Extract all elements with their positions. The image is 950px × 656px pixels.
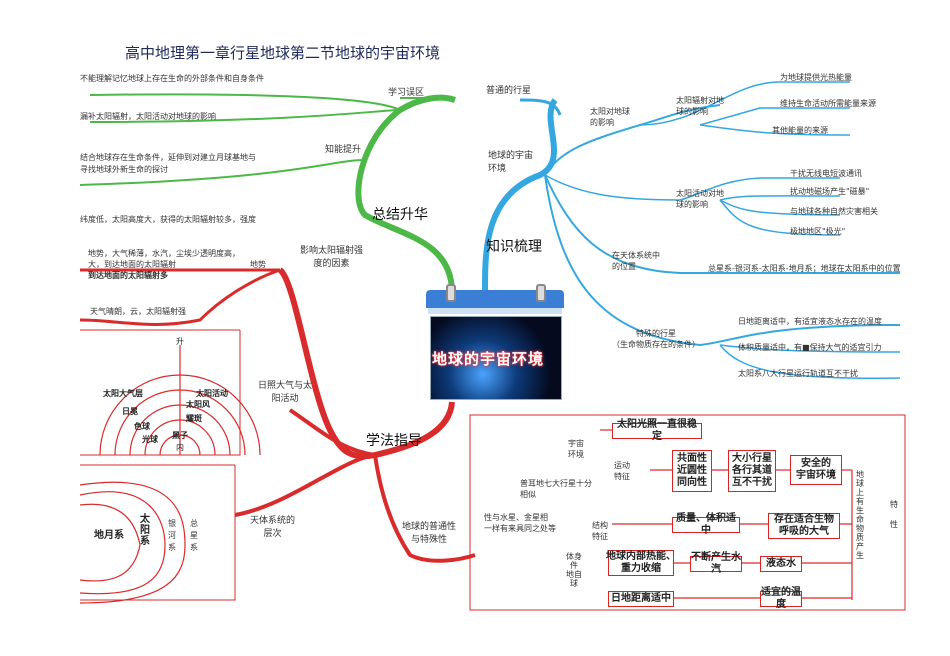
mistakes-label: 学习误区 xyxy=(388,88,425,98)
fan-label: 太阳大气层 xyxy=(103,389,143,398)
celestial-box: 银河系 xyxy=(168,519,176,552)
summary-item: 不能理解记忆地球上存在生命的外部条件和自身条件 xyxy=(80,74,264,83)
radiation-factor-item: 纬度低，太阳高度大，获得的太阳辐射较多，强度 xyxy=(80,215,256,224)
orbit-features-box: 共面性 近圆性 同向性 xyxy=(672,450,712,492)
calendar-header xyxy=(426,290,564,308)
activity-item: 与地球各种自然灾害相关 xyxy=(790,207,878,216)
cosmic-env-label: 地球的宇宙 环境 xyxy=(488,151,534,174)
self-condition-label: 体身 件 地自 球 xyxy=(566,552,582,588)
center-topic-card: 地球的宇宙环境 xyxy=(426,284,564,402)
temperature-box: 适宜的温度 xyxy=(760,587,802,610)
special-item: 日地距离适中，有适宜液态水存在的温度 xyxy=(738,317,882,326)
celestial-box: 总星系 xyxy=(190,519,198,552)
ability-label: 知能提升 xyxy=(325,145,362,155)
fan-label: 光球 xyxy=(142,435,158,444)
atmosphere-label: 日照大气与太 阳活动 xyxy=(258,381,313,404)
activity-item: 扰动地磁场产生"磁暴" xyxy=(790,187,870,196)
radiation-effect-label: 太阳辐射对地 球的影响 xyxy=(676,96,724,116)
common-text: 性与水星、金星相 一样有来具同之处等 xyxy=(484,513,556,533)
branch-method: 学法指导 xyxy=(366,433,422,449)
terrain-label: 地势 xyxy=(250,260,266,269)
calendar-cap xyxy=(428,308,562,314)
ordinary-planet-label: 普通的行星 xyxy=(486,86,532,96)
planet-compare-label: 普耳地七大行星十分 相似 xyxy=(520,479,592,499)
radiation-factor-item: 地势，大气稀薄，水汽，尘埃少透明度高， xyxy=(88,249,240,258)
interior-heat-box: 地球内部热能、 重力收缩 xyxy=(606,550,676,576)
radiation-item: 为地球提供光热能量 xyxy=(780,73,852,82)
radiation-factor-item: 大，到达地面的太阳辐射 xyxy=(88,260,176,269)
life-side-label: 地 球 上 有 生 命 物 质 产 生 xyxy=(856,470,864,560)
fan-inner-label: 内 xyxy=(176,443,184,452)
water-vapor-box: 不断产生水汽 xyxy=(690,552,742,575)
ring-icon xyxy=(446,284,456,302)
atmosphere-box: 存在适合生物 呼吸的大气 xyxy=(768,513,840,539)
fan-label: 太阳活动 xyxy=(196,389,228,398)
special-item: 太阳系八大行星运行轨道互不干扰 xyxy=(738,369,858,378)
page-title: 高中地理第一章行星地球第二节地球的宇宙环境 xyxy=(125,44,441,62)
structure-label: 结构 特征 xyxy=(592,521,608,541)
radiation-factor-item: 到达地面的太阳辐射多 xyxy=(88,271,168,280)
fan-label: 太阳风 xyxy=(186,400,210,409)
radiation-factor-item: 天气晴朗，云，太阳辐射强 xyxy=(90,307,186,316)
ring-icon xyxy=(536,284,546,302)
earth-space-image xyxy=(430,316,562,400)
common-special-label: 地球的普通性 与特殊性 xyxy=(402,522,457,545)
safe-env-box: 安全的 宇宙环境 xyxy=(790,455,842,485)
fan-label: 色球 xyxy=(134,422,150,431)
position-label: 在天体系统中 的位置 xyxy=(612,251,660,271)
fan-label: 耀斑 xyxy=(186,414,202,423)
center-topic-label: 地球的宇宙环境 xyxy=(432,350,545,368)
sun-stable-box: 太阳光照一直很稳定 xyxy=(612,419,702,442)
special-item: 体积质量适中，有■保持大气的适宜引力 xyxy=(738,343,882,352)
branch-summary: 总结升华 xyxy=(372,207,428,223)
summary-item: 寻找地球外新生命的探讨 xyxy=(80,165,168,174)
distance-box: 日地距离适中 xyxy=(608,591,674,607)
special-planet-label: 特殊的行星 （生命物质存在的条件） xyxy=(612,329,700,349)
fan-label: 日冕 xyxy=(122,407,138,416)
position-text: 总星系-银河系-太阳系-地月系；地球在太阳系中的位置 xyxy=(708,264,901,273)
fan-label: 黑子 xyxy=(172,431,188,440)
radiation-item: 维持生命活动所需能量来源 xyxy=(780,99,876,108)
special-side-label: 特 性 xyxy=(890,500,898,529)
radiation-factors-label: 影响太阳辐射强 度的因素 xyxy=(300,246,364,269)
fan-axis-label: 升 xyxy=(176,337,184,346)
summary-item: 漏补太阳辐射，太阳活动对地球的影响 xyxy=(80,112,216,121)
activity-item: 极地地区"极光" xyxy=(790,227,846,236)
liquid-water-box: 液态水 xyxy=(760,556,802,572)
mass-volume-box: 质量、体积适中 xyxy=(672,513,740,536)
no-interfere-box: 大小行星 各行其道 互不干扰 xyxy=(728,450,776,492)
summary-item: 结合地球存在生命条件，延伸到对建立月球基地与 xyxy=(80,153,256,162)
outer-env-label: 宇宙 环境 xyxy=(568,439,584,459)
celestial-box: 地月系 xyxy=(94,530,124,541)
radiation-item: 其他能量的来源 xyxy=(772,126,828,135)
sun-effect-label: 太阳对地球 的影响 xyxy=(590,107,630,127)
activity-item: 干扰无线电短波通讯 xyxy=(790,169,862,178)
celestial-label: 天体系统的 层次 xyxy=(250,516,296,539)
activity-effect-label: 太阳活动对地 球的影响 xyxy=(676,189,724,209)
branch-knowledge: 知识梳理 xyxy=(486,239,542,255)
motion-label: 运动 特征 xyxy=(614,461,630,481)
celestial-box: 太阳系 xyxy=(140,514,150,547)
